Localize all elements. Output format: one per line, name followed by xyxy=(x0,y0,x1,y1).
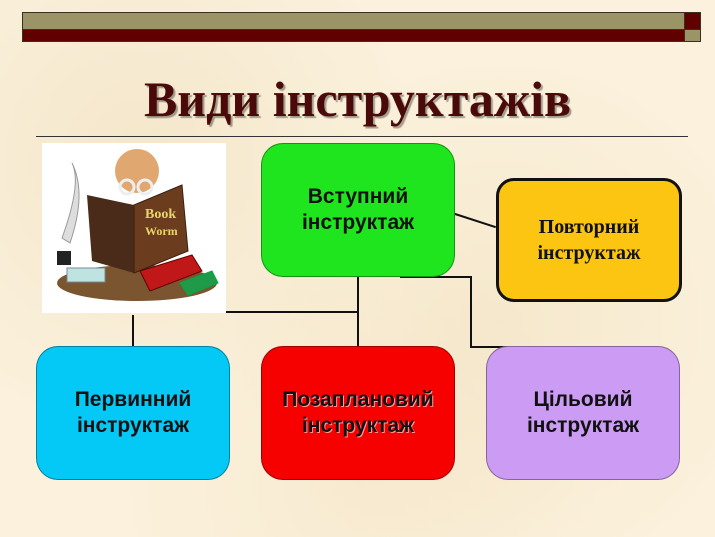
node-tsilovyi-instruktazh: Цільовий інструктаж xyxy=(486,346,680,480)
node-label: Повторний інструктаж xyxy=(537,216,641,264)
top-bar-maroon xyxy=(22,29,685,42)
node-pervynnyi-instruktazh: Первинний інструктаж xyxy=(36,346,230,480)
top-bar-corner-maroon xyxy=(684,12,701,30)
book-text-line2: Worm xyxy=(145,224,178,238)
connector-horizontal-left xyxy=(226,311,358,313)
connector-top-right xyxy=(400,276,472,278)
node-pozaplanovyi-instruktazh: Позаплановий інструктаж xyxy=(261,346,455,480)
connector-pervynnyi xyxy=(132,315,134,347)
top-bar-corner-olive xyxy=(684,29,701,42)
title-divider xyxy=(36,136,688,137)
bookworm-reading-icon: Book Worm xyxy=(42,143,226,313)
connector-tsilovyi xyxy=(470,346,508,348)
slide-title: Види інструктажів xyxy=(143,71,572,127)
connector-vstupnyi-povtornyi xyxy=(451,212,497,229)
node-label: Вступний інструктаж xyxy=(301,185,415,234)
connector-vstupnyi-pozaplanovyi xyxy=(357,277,359,347)
node-povtornyi-instruktazh: Повторний інструктаж xyxy=(496,178,682,302)
book-text-line1: Book xyxy=(145,207,176,222)
top-bar-olive xyxy=(22,12,685,30)
node-label: Цільовий інструктаж xyxy=(526,388,640,437)
node-label: Позаплановий інструктаж xyxy=(282,388,434,437)
node-label: Первинний інструктаж xyxy=(74,388,192,437)
connector-right-vertical xyxy=(470,276,472,348)
node-vstupnyi-instruktazh: Вступний інструктаж xyxy=(261,143,455,277)
